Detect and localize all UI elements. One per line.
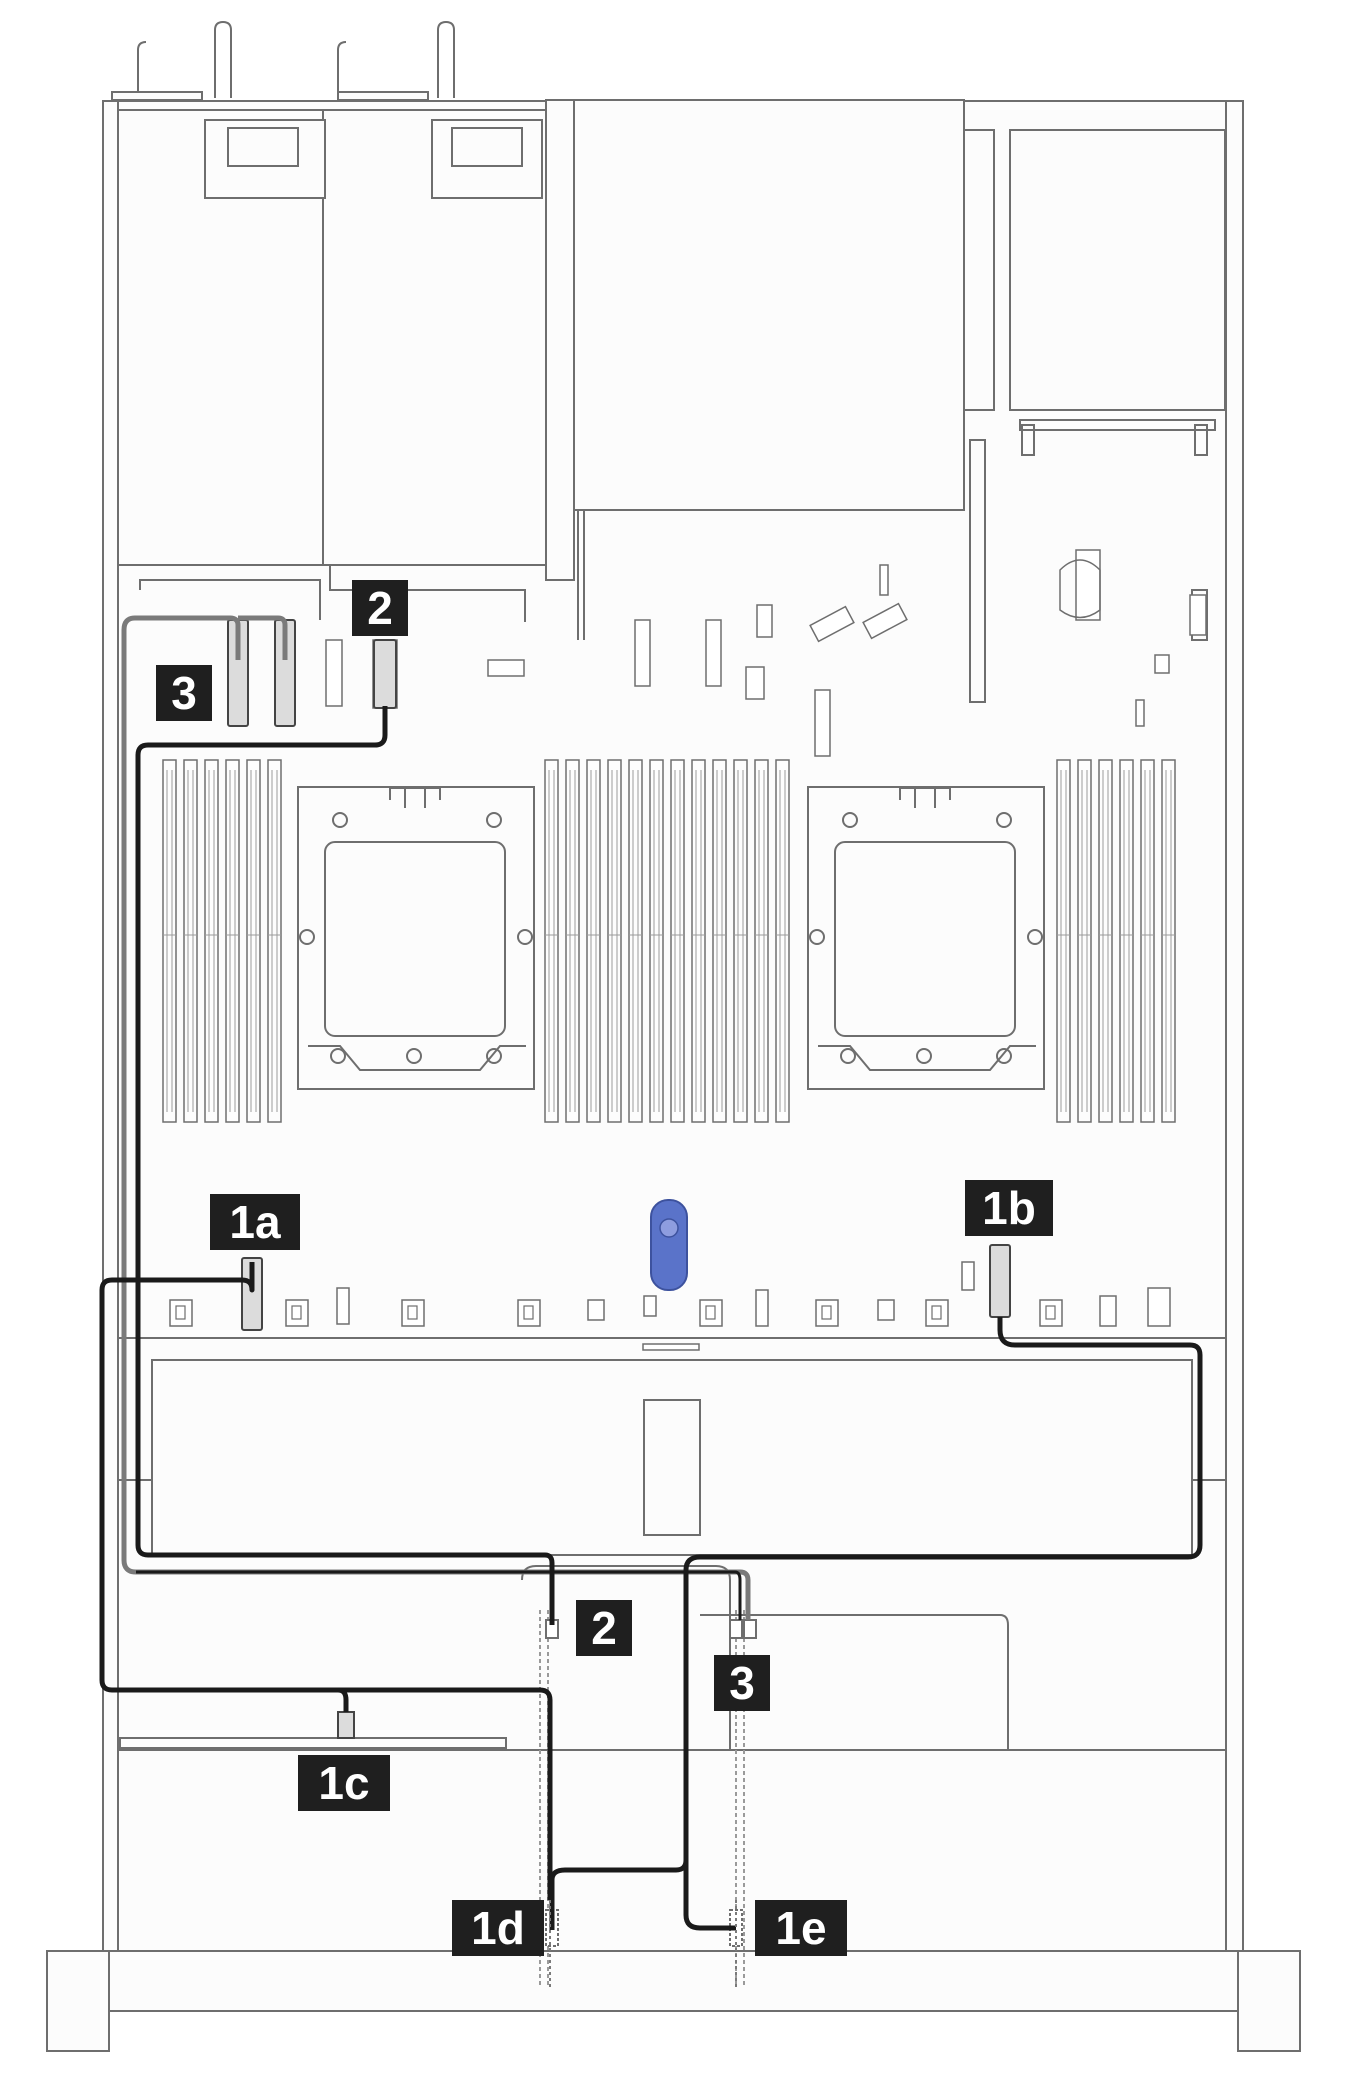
fan-cage: [118, 1359, 1226, 1556]
callout-2-top: 2: [352, 580, 408, 636]
cable-3-dark: [121, 650, 742, 1620]
callout-3-top: 3: [156, 665, 212, 721]
cpu-socket-left: [297, 786, 535, 1090]
callout-1d: 1d: [452, 1900, 544, 1956]
board-connectors-front: [169, 1244, 1171, 1351]
callout-1b: 1b: [965, 1180, 1053, 1236]
riser-cage: [573, 99, 1226, 703]
callout-1e: 1e: [755, 1900, 847, 1956]
cpu-socket-right: [807, 786, 1045, 1090]
callout-1a: 1a: [210, 1194, 300, 1250]
psu-handles: [111, 20, 455, 101]
callout-1c: 1c: [298, 1755, 390, 1811]
psu-units: [117, 99, 575, 622]
board-connectors-pcie: [227, 619, 397, 727]
callout-3-bottom: 3: [714, 1655, 770, 1711]
callout-2-bottom: 2: [576, 1600, 632, 1656]
drive-cable-ends: [549, 1900, 737, 1990]
cable-1b: [549, 1317, 1203, 1931]
cable-2: [135, 706, 555, 1625]
blue-lever: [650, 1199, 688, 1291]
cable-1a: [99, 1262, 553, 1900]
